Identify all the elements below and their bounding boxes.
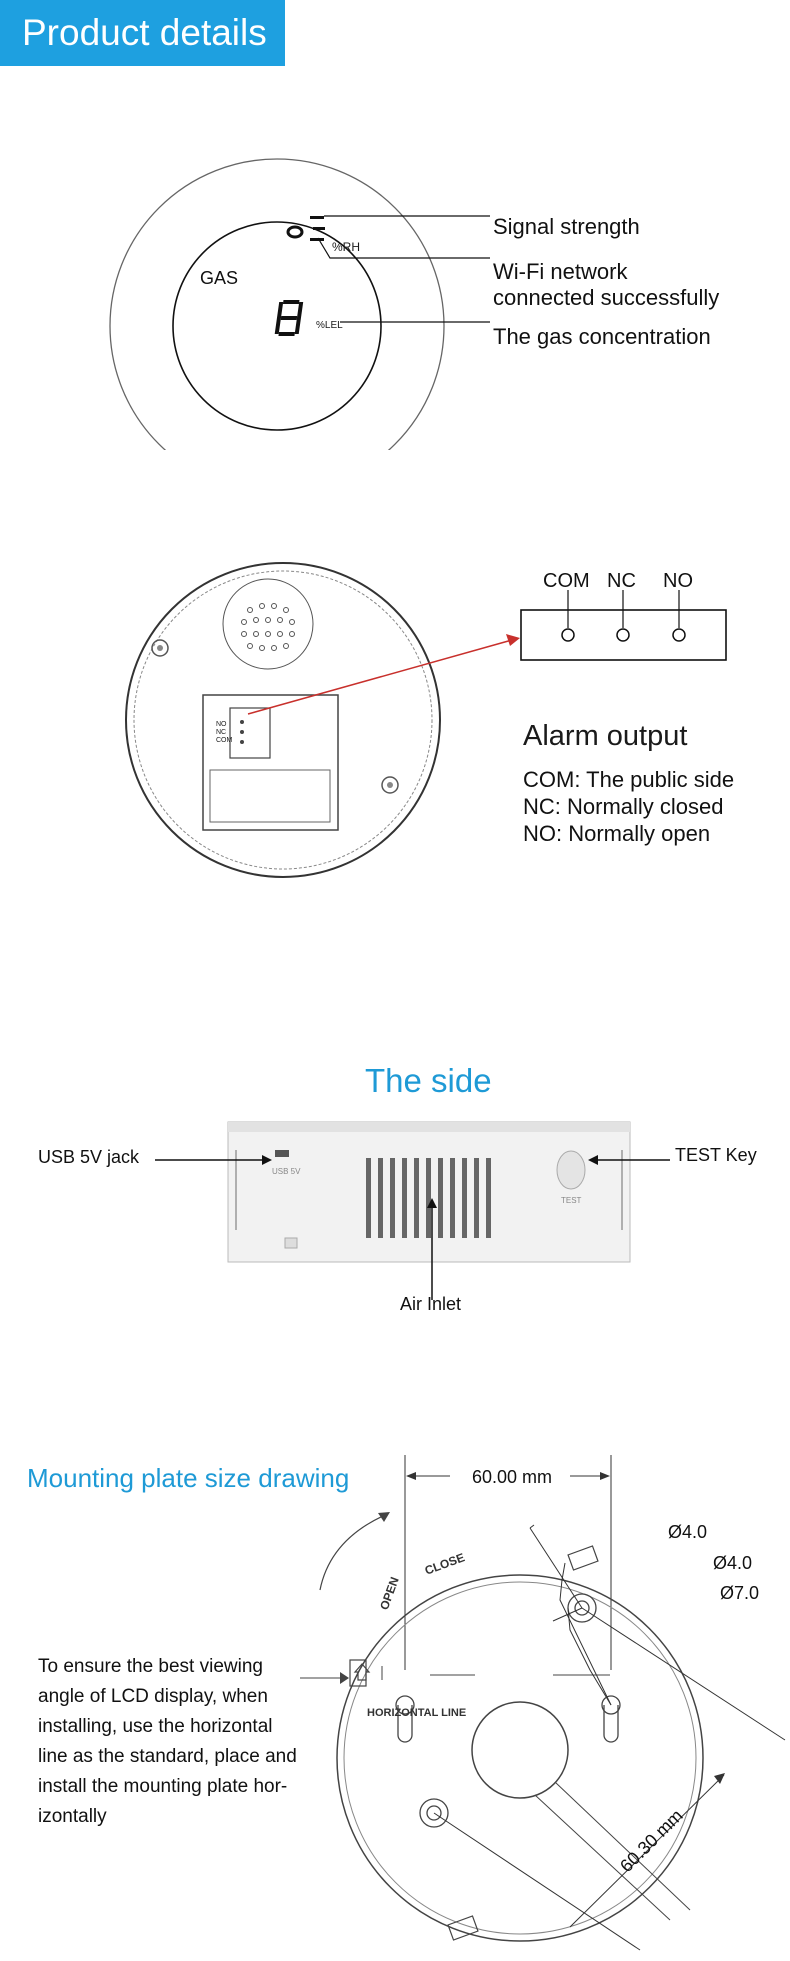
lcd-outline — [172, 221, 382, 431]
para-line-6: izontally — [38, 1806, 107, 1827]
mounting-plate-diagram — [300, 1455, 786, 1951]
signal-strength-icon — [286, 216, 325, 241]
page-title-banner: Product details — [0, 0, 285, 66]
alarm-line-nc: NC: Normally closed — [523, 794, 724, 819]
keyhole-right — [601, 1695, 621, 1743]
digit-8-icon — [274, 300, 304, 336]
wifi-callout-line2: connected successfully — [493, 285, 720, 310]
para-line-5: install the mounting plate hor- — [38, 1776, 288, 1797]
usb-jack-label: USB 5V jack — [38, 1147, 140, 1167]
para-line-4: line as the standard, place and — [38, 1746, 297, 1767]
alarm-line-no: NO: Normally open — [523, 821, 711, 846]
diameter-label-3: Ø7.0 — [720, 1583, 760, 1603]
circuit-board — [202, 694, 339, 831]
terminal-no: NO — [663, 570, 693, 592]
board-label-com: COM — [216, 737, 233, 744]
dim-width-label: 60.00 mm — [472, 1467, 553, 1487]
horizontal-line-label: HORIZONTAL LINE — [367, 1707, 467, 1719]
usb-print-label: USB 5V — [272, 1167, 301, 1176]
rh-unit: %RH — [332, 240, 361, 254]
keyhole-left — [395, 1695, 415, 1743]
para-line-1: To ensure the best viewing — [38, 1656, 263, 1677]
mounting-title: Mounting plate size drawing — [27, 1463, 350, 1493]
detector-back-outline — [125, 562, 441, 878]
center-cutout — [471, 1701, 569, 1799]
alarm-diagram — [125, 562, 727, 878]
usb-port — [275, 1150, 289, 1157]
terminal-block — [229, 707, 271, 759]
wifi-callout-line1: Wi-Fi network — [493, 259, 628, 284]
mounting-plate-outline — [336, 1574, 704, 1942]
para-line-3: installing, use the horizontal — [38, 1716, 273, 1737]
diameter-label-1: Ø4.0 — [668, 1522, 708, 1542]
lel-unit: %LEL — [316, 320, 343, 331]
side-title: The side — [365, 1062, 492, 1099]
gas-label: GAS — [200, 268, 239, 288]
alarm-line-com: COM: The public side — [523, 767, 735, 792]
terminal-nc: NC — [607, 570, 636, 592]
display-diagram — [109, 158, 490, 450]
page-title: Product details — [22, 12, 267, 53]
test-key-button — [556, 1150, 586, 1190]
board-label-no: NO — [216, 721, 227, 728]
signal-callout: Signal strength — [493, 214, 640, 239]
gas-callout: The gas concentration — [493, 324, 711, 349]
alarm-output-title: Alarm output — [523, 720, 688, 752]
air-inlet-label: Air Inlet — [400, 1294, 462, 1314]
speaker-grille — [222, 578, 314, 670]
para-line-2: angle of LCD display, when — [38, 1686, 268, 1707]
terminal-com: COM — [543, 570, 590, 592]
diameter-label-2: Ø4.0 — [713, 1553, 753, 1573]
mounting-instructions: To ensure the best viewing angle of LCD … — [38, 1652, 297, 1832]
detector-outline — [109, 158, 445, 450]
test-print-label: TEST — [561, 1196, 582, 1205]
screw-hole-lower — [419, 1798, 449, 1828]
side-view-diagram — [155, 1121, 670, 1300]
air-inlet-vents — [366, 1158, 491, 1238]
test-key-label: TEST Key — [675, 1145, 757, 1165]
board-label-nc: NC — [216, 729, 227, 736]
